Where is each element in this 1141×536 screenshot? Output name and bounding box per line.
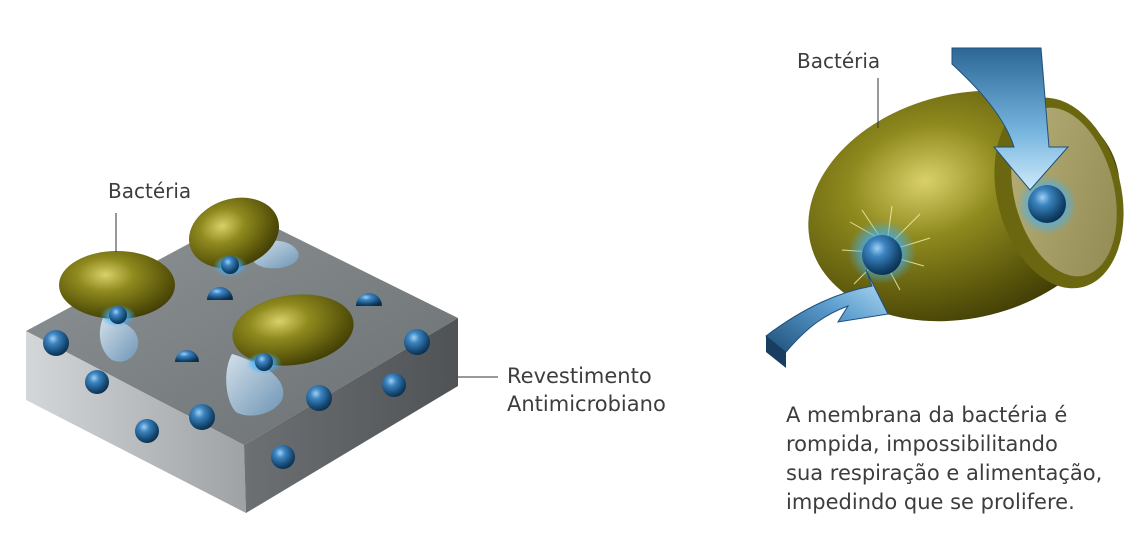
nanoparticle (382, 373, 406, 397)
arrow-top (951, 47, 1070, 191)
coating-label-line2: Antimicrobiano (507, 392, 666, 416)
mechanism-description: A membrana da bactéria é rompida, imposs… (786, 401, 1136, 517)
puddle-2 (99, 316, 139, 362)
nanoparticle (85, 370, 109, 394)
bacterium (232, 294, 354, 366)
nanoparticle-dome (207, 287, 233, 300)
block-left-face (26, 331, 246, 513)
description-line: A membrana da bactéria é (786, 403, 1068, 427)
bacteria-group-left (59, 197, 354, 374)
residue-puddles (99, 240, 299, 416)
arrow-bottom (765, 269, 889, 353)
nanoparticle-attacking (221, 256, 239, 274)
arrow-bottom-depth (766, 336, 786, 368)
bacteria-label-left: Bactéria (108, 179, 192, 203)
nanoparticle (404, 329, 430, 355)
bacterium (59, 251, 175, 319)
description-line: sua respiração e alimentação, (786, 461, 1103, 485)
puddle-3 (226, 354, 284, 416)
bacterium (189, 197, 279, 269)
nanoparticle-inside (1028, 185, 1066, 223)
block-right-face (244, 318, 458, 513)
embedded-nanoparticles (43, 329, 430, 469)
surface-nanoparticles (175, 287, 382, 362)
bacteria-label-right: Bactéria (797, 49, 881, 73)
nanoparticle-attacking (255, 353, 273, 371)
nanoparticle (43, 330, 69, 356)
coating-label-line1: Revestimento (507, 364, 652, 388)
nanoparticle-attacking (109, 306, 127, 324)
nanoparticle (306, 385, 332, 411)
nanoparticle-dome (356, 293, 382, 306)
penetration-arrows (765, 47, 1070, 368)
nanoparticle-breaching (862, 235, 902, 275)
description-line: rompida, impossibilitando (786, 432, 1058, 456)
nanoparticle (271, 445, 295, 469)
nanoparticle-dome (175, 350, 199, 362)
nanoparticle (135, 419, 159, 443)
description-line: impedindo que se prolifere. (786, 490, 1075, 514)
nanoparticle (189, 404, 215, 430)
